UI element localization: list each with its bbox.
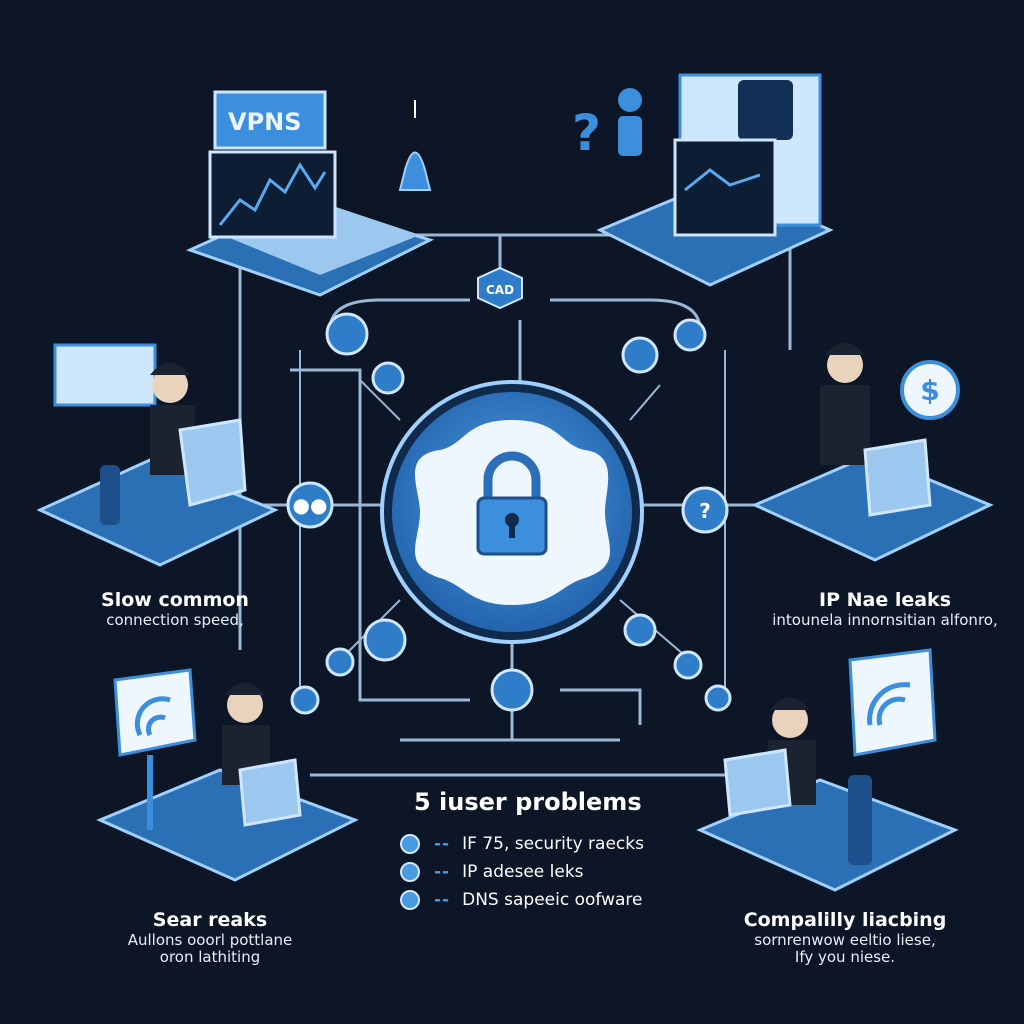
station-subtitle: intounela innornsitian alfonro, [772, 610, 998, 629]
station-label-sear-reaks: Sear reaks Aullons ooorl pottlane oron l… [100, 909, 320, 967]
station-subtitle: sornrenwow eeltio liese, [754, 930, 936, 949]
station-title: Compalilly liacbing [743, 909, 947, 931]
help-glyph: ? [699, 499, 711, 523]
svg-text:CAD: CAD [486, 283, 514, 297]
legend-item: -- IP adesee leks [400, 858, 644, 886]
user-icon [618, 88, 642, 156]
window-node-icon [623, 613, 657, 647]
station-subtitle-2: oron lathiting [159, 948, 261, 967]
help-node-icon [681, 486, 729, 534]
bullet-icon [400, 834, 420, 854]
station-subtitle-2: Ify you niese. [794, 948, 896, 967]
dial-node-icon [704, 684, 732, 712]
station-subtitle: connection speed, [106, 610, 244, 629]
user-station-sear-reaks [96, 668, 359, 882]
legend-item: -- IF 75, security raecks [400, 830, 644, 858]
legend-title: 5 iuser problems [414, 788, 642, 816]
user-station-compatibility [696, 648, 959, 892]
legend-text: DNS sapeeic oofware [462, 890, 643, 910]
station-label-compatibility: Compalilly liacbing sornrenwow eeltio li… [720, 909, 970, 967]
dark-chart-screen [208, 150, 337, 239]
legend-dash: -- [434, 890, 451, 910]
bullet-icon [400, 862, 420, 882]
bullet-icon [400, 890, 420, 910]
cad-badge: CAD [477, 266, 523, 310]
station-title: Slow common [101, 589, 249, 611]
image-node-icon [325, 647, 355, 677]
chat-node-icon [286, 481, 334, 529]
station-subtitle: Aullons ooorl pottlane [127, 930, 293, 949]
user-station-slow-connection [36, 343, 279, 567]
tools-node-icon [363, 618, 407, 662]
vpn-screen-panel [213, 90, 327, 150]
settings-node-icon [325, 312, 369, 356]
legend-dash: -- [434, 862, 451, 882]
user-station-ip-leaks: $ [751, 342, 994, 562]
dollar-bubble-icon [900, 360, 960, 420]
vpn-screen-label: VPNS [228, 108, 302, 136]
station-label-slow-connection: Slow common connection speed, [60, 589, 290, 629]
station-title: IP Nae leaks [819, 589, 951, 611]
wifi-sign-icon [113, 668, 197, 757]
lock-screen-icon [738, 80, 793, 140]
alert-light-icon [398, 100, 432, 191]
legend-text: IP adesee leks [462, 862, 584, 882]
station-label-ip-leaks: IP Nae leaks intounela innornsitian alfo… [750, 589, 1020, 629]
globe-node-icon [371, 361, 405, 395]
computer-station: ? [572, 73, 834, 287]
edit-node-icon [621, 336, 659, 374]
vpn-laptop-station: VPNS [185, 90, 435, 297]
question-mark-icon: ? [572, 104, 601, 162]
legend-item: -- DNS sapeeic oofware [400, 886, 644, 914]
phone-node-icon [673, 318, 707, 352]
pen-node-icon [673, 650, 703, 680]
lock-icon [476, 451, 548, 556]
chat-glyph: ●● [293, 493, 328, 517]
station-title: Sear reaks [152, 909, 268, 931]
fingerprint-node-icon [290, 685, 320, 715]
problems-legend: 5 iuser problems -- IF 75, security raec… [400, 788, 644, 914]
legend-text: IF 75, security raecks [462, 834, 644, 854]
svg-text:$: $ [920, 374, 939, 407]
center-security-hub [380, 380, 644, 644]
shield-node-icon [490, 668, 534, 712]
legend-dash: -- [434, 834, 451, 854]
